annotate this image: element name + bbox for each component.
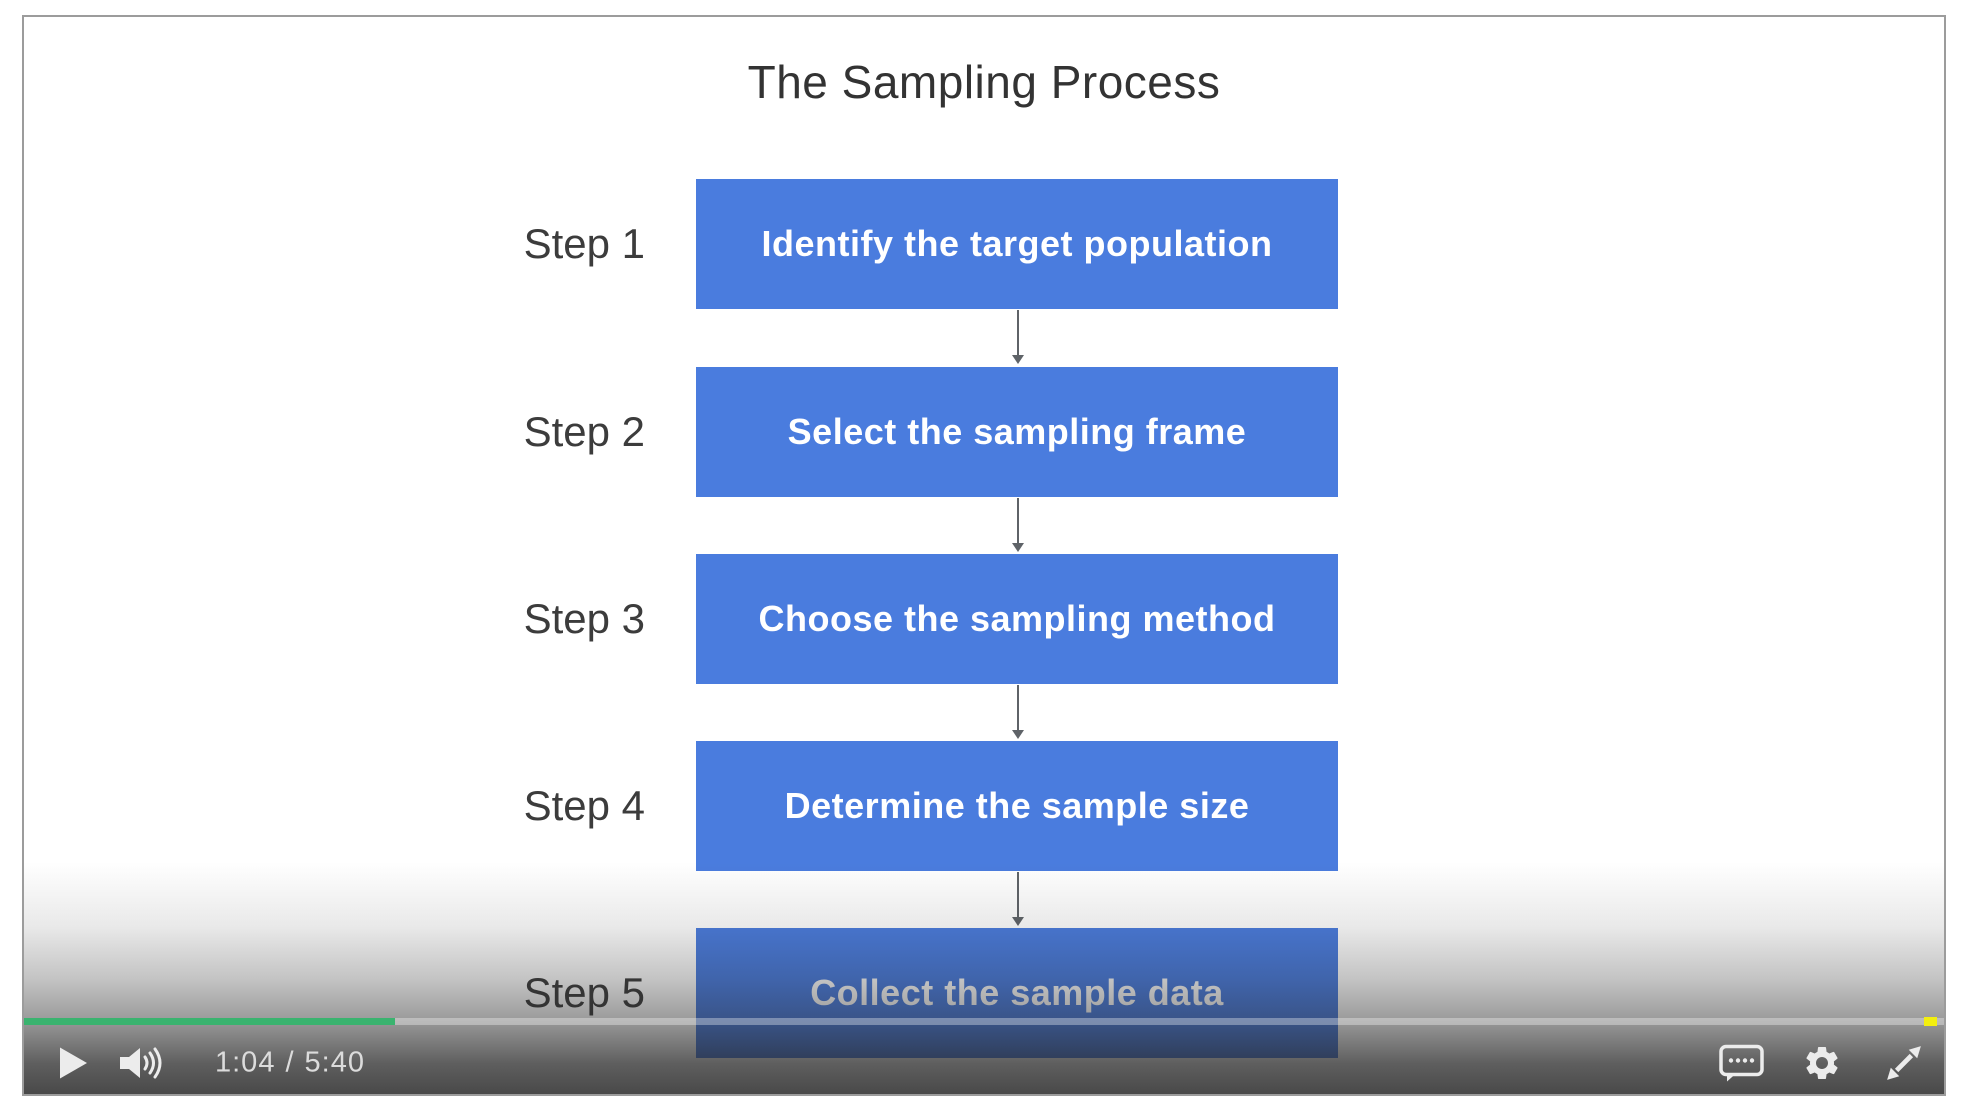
step-box: Identify the target population	[696, 179, 1338, 309]
play-button[interactable]	[60, 1047, 87, 1079]
captions-button[interactable]	[1718, 1044, 1765, 1083]
step-row-4: Step 4 Determine the sample size	[24, 741, 1944, 871]
progress-end-marker	[1924, 1017, 1937, 1026]
step-label: Step 3	[523, 595, 645, 642]
time-separator: /	[285, 1046, 295, 1079]
step-row-2: Step 2 Select the sampling frame	[24, 367, 1944, 497]
captions-icon	[1718, 1044, 1765, 1083]
flow-arrow-icon	[1008, 872, 1028, 926]
time-display: 1:04 / 5:40	[215, 1047, 365, 1080]
volume-icon	[120, 1046, 167, 1080]
control-bar: 1:04 / 5:40	[24, 1032, 1944, 1094]
flow-arrow-icon	[1008, 685, 1028, 739]
step-label: Step 4	[523, 782, 645, 829]
step-label: Step 1	[523, 220, 645, 267]
flow-arrow-icon	[1008, 498, 1028, 552]
step-box: Determine the sample size	[696, 741, 1338, 871]
step-box: Choose the sampling method	[696, 554, 1338, 684]
volume-button[interactable]	[120, 1046, 167, 1080]
fullscreen-button[interactable]	[1885, 1044, 1923, 1082]
current-time: 1:04	[215, 1046, 276, 1079]
fullscreen-icon	[1885, 1044, 1923, 1082]
progress-played	[24, 1018, 395, 1025]
step-row-3: Step 3 Choose the sampling method	[24, 554, 1944, 684]
settings-button[interactable]	[1802, 1043, 1842, 1083]
play-icon	[60, 1047, 87, 1079]
video-player[interactable]: The Sampling Process Step 1 Identify the…	[22, 15, 1946, 1096]
step-label: Step 2	[523, 408, 645, 455]
progress-bar[interactable]	[24, 1017, 1944, 1026]
settings-gear-icon	[1802, 1043, 1842, 1083]
step-box: Select the sampling frame	[696, 367, 1338, 497]
duration: 5:40	[304, 1046, 365, 1079]
step-row-1: Step 1 Identify the target population	[24, 179, 1944, 309]
flow-arrow-icon	[1008, 310, 1028, 364]
slide-title: The Sampling Process	[747, 56, 1221, 108]
